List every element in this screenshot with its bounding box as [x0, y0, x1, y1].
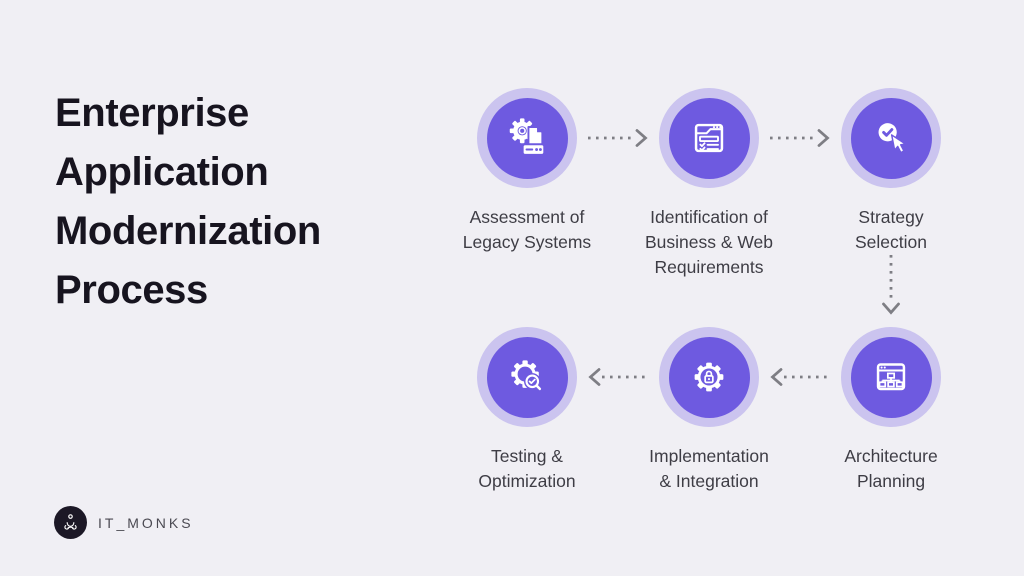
step-label: Architecture Planning: [844, 446, 938, 491]
gear-magnifier-icon: [511, 360, 542, 391]
arrow-down: [882, 255, 900, 315]
arrow-right-1: [588, 129, 648, 147]
step-circle: [841, 88, 941, 188]
page-title: Enterprise Application Modernization Pro…: [55, 91, 321, 312]
step-label: Identification of Business & Web Require…: [644, 207, 774, 277]
step-circle: [659, 327, 759, 427]
browser-checklist-icon: [694, 123, 724, 153]
gear-lock-icon: [694, 362, 724, 392]
step-circle: [477, 88, 577, 188]
arrow-left-2: [588, 368, 648, 386]
step-assessment: Assessment of Legacy Systems: [432, 88, 622, 255]
arrow-left-1: [770, 368, 830, 386]
step-circle: [659, 88, 759, 188]
arrow-right-2: [770, 129, 830, 147]
step-implementation: Implementation & Integration: [614, 327, 804, 494]
step-circle: [841, 327, 941, 427]
step-circle: [477, 327, 577, 427]
monk-icon: [54, 506, 87, 539]
browser-sitemap-icon: [876, 363, 906, 391]
step-testing: Testing & Optimization: [432, 327, 622, 494]
step-architecture: Architecture Planning: [796, 327, 986, 494]
step-label: Assessment of Legacy Systems: [462, 207, 592, 252]
step-label: Implementation & Integration: [649, 446, 769, 491]
step-label: Strategy Selection: [855, 207, 927, 252]
brand-name: IT_MONKS: [98, 514, 194, 531]
check-cursor-icon: [878, 123, 906, 154]
step-strategy: Strategy Selection: [796, 88, 986, 255]
step-label: Testing & Optimization: [478, 446, 576, 491]
gear-document-server-icon: [509, 118, 546, 156]
brand-logo: IT_MONKS: [54, 506, 194, 539]
step-identification: Identification of Business & Web Require…: [614, 88, 804, 280]
